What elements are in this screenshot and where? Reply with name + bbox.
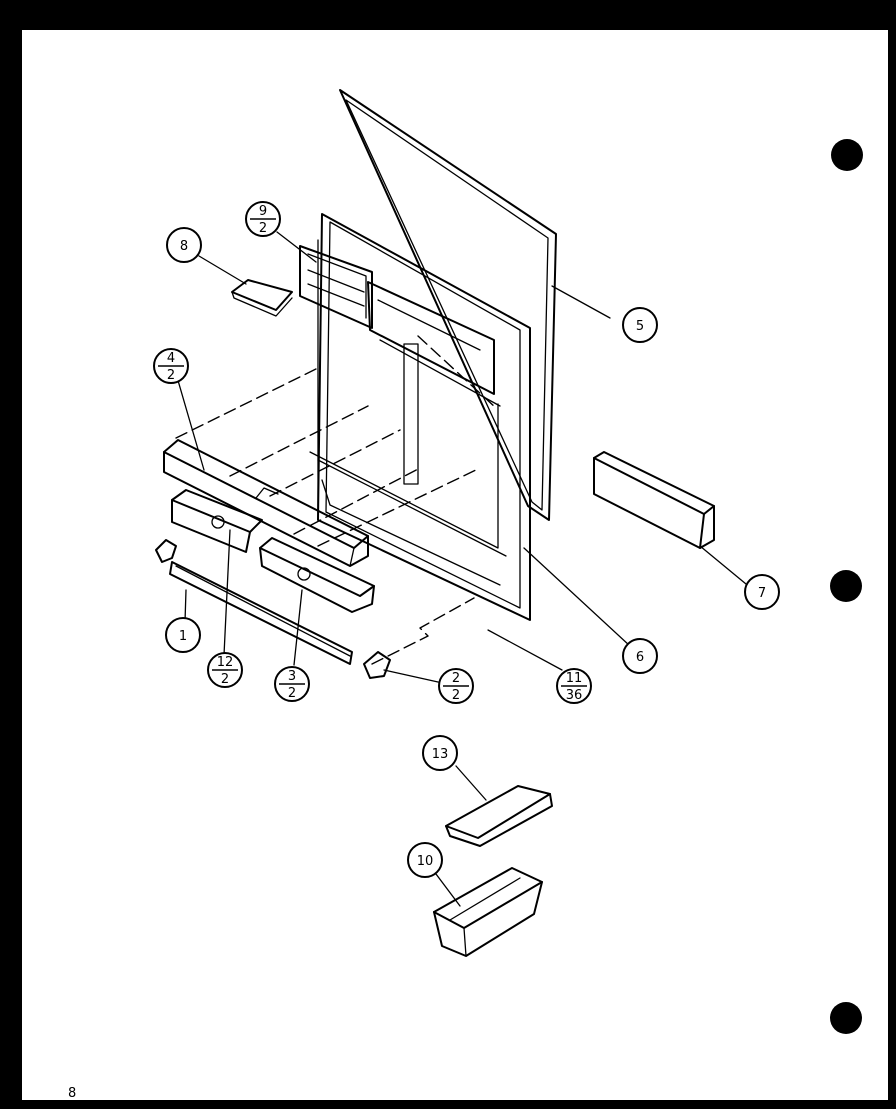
svg-text:3: 3 xyxy=(288,669,296,684)
punch-hole-middle xyxy=(830,570,862,602)
callout-4-2: 4 2 xyxy=(153,348,189,384)
svg-text:11: 11 xyxy=(566,671,583,686)
callout-5: 5 xyxy=(622,307,658,343)
svg-text:2: 2 xyxy=(259,221,267,236)
svg-text:2: 2 xyxy=(452,671,460,686)
punch-hole-bottom xyxy=(830,1002,862,1034)
callout-13: 13 xyxy=(422,735,458,771)
svg-text:4: 4 xyxy=(167,351,175,366)
callout-9-2: 9 2 xyxy=(245,201,281,237)
svg-text:2: 2 xyxy=(288,686,296,701)
page-number: 8 xyxy=(68,1086,77,1101)
svg-text:7: 7 xyxy=(758,586,766,601)
svg-text:8: 8 xyxy=(180,239,188,254)
svg-text:12: 12 xyxy=(217,655,234,670)
svg-text:9: 9 xyxy=(259,204,267,219)
svg-text:10: 10 xyxy=(417,854,434,869)
callout-11-36: 11 36 xyxy=(556,668,592,704)
upper-door-shelf xyxy=(163,439,369,567)
lower-door-shelves xyxy=(171,489,375,613)
callout-10: 10 xyxy=(407,842,443,878)
leader-lines xyxy=(176,231,747,907)
svg-text:6: 6 xyxy=(636,650,644,665)
callout-3-2: 3 2 xyxy=(274,666,310,702)
callout-2-2: 2 2 xyxy=(438,668,474,704)
punch-hole-top xyxy=(831,139,863,171)
lid-part xyxy=(445,785,553,847)
small-tray-part xyxy=(231,279,293,317)
svg-text:2: 2 xyxy=(221,672,229,687)
door-liner xyxy=(299,213,531,621)
svg-text:2: 2 xyxy=(452,688,460,703)
diagram-sheet xyxy=(22,30,888,1100)
callout-6: 6 xyxy=(622,638,658,674)
callout-1: 1 xyxy=(165,617,201,653)
svg-text:1: 1 xyxy=(179,629,187,644)
door-trim-strip xyxy=(169,561,353,665)
door-panel-part xyxy=(593,451,715,549)
callout-8: 8 xyxy=(166,227,202,263)
callout-7: 7 xyxy=(744,574,780,610)
bin-part xyxy=(433,867,543,957)
assembly-lines xyxy=(175,335,497,665)
hinge-brackets xyxy=(155,539,391,679)
callout-12-2: 12 2 xyxy=(207,652,243,688)
svg-text:13: 13 xyxy=(432,747,449,762)
svg-text:2: 2 xyxy=(167,368,175,383)
svg-text:5: 5 xyxy=(636,319,644,334)
svg-text:36: 36 xyxy=(566,688,583,703)
door-gasket-panel xyxy=(339,89,557,521)
